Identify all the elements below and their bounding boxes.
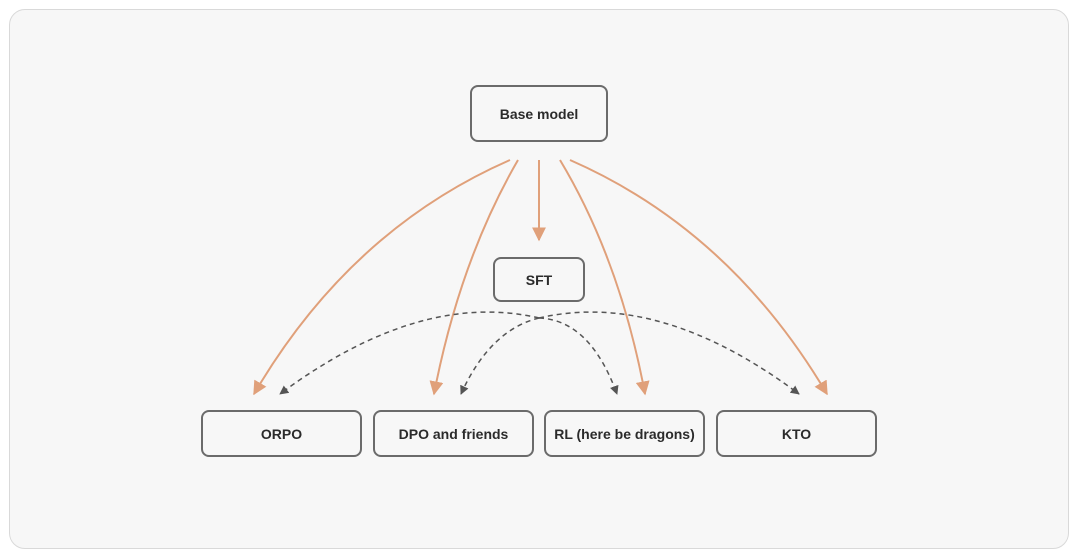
node-rl-label: RL (here be dragons) [554, 425, 695, 442]
node-kto-label: KTO [781, 425, 812, 442]
edge-sft-to-rl [538, 317, 619, 395]
node-dpo-label: DPO and friends [398, 425, 509, 442]
node-rl: RL (here be dragons) [544, 410, 705, 457]
edge-sft-to-kto [538, 311, 800, 395]
edge-base-to-dpo [429, 159, 519, 396]
node-kto: KTO [716, 410, 877, 457]
node-sft: SFT [493, 257, 585, 302]
node-orpo: ORPO [201, 410, 362, 457]
edge-sft-to-dpo [460, 317, 540, 395]
edge-base-to-orpo [253, 159, 511, 396]
node-base-model: Base model [470, 85, 608, 142]
edge-base-to-kto [569, 159, 828, 396]
node-orpo-label: ORPO [260, 425, 303, 442]
node-base-model-label: Base model [499, 105, 579, 122]
edge-sft-to-orpo [279, 311, 540, 395]
node-sft-label: SFT [525, 271, 553, 288]
node-dpo-and-friends: DPO and friends [373, 410, 534, 457]
edge-base-to-rl [559, 159, 650, 396]
